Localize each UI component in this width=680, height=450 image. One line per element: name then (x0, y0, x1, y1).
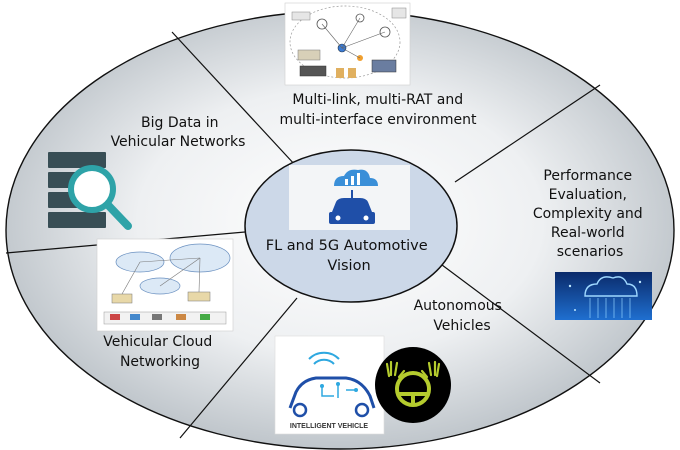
label-multilink: Multi-link, multi-RAT and multi-interfac… (280, 92, 477, 128)
intelligent-vehicle-caption: INTELLIGENT VEHICLE (290, 423, 369, 430)
multilink-network-image (284, 2, 411, 86)
steering-wheel-icon (375, 347, 451, 423)
label-bigdata: Big Data in Vehicular Networks (111, 115, 246, 150)
divider-lower-right (429, 255, 601, 384)
divider-top (171, 31, 297, 167)
big-data-search-icon (48, 152, 132, 230)
label-autonomous: Autonomous Vehicles (414, 298, 507, 334)
divider-upper-right (454, 84, 601, 183)
divider-lower-left (179, 297, 298, 439)
vehicular-cloud-network-image (96, 238, 234, 332)
connected-car-cloud-icon (289, 165, 410, 230)
center-title: FL and 5G Automotive Vision (266, 238, 432, 274)
intelligent-vehicle-image: INTELLIGENT VEHICLE (274, 335, 385, 435)
label-cloud: Vehicular Cloud Networking (103, 334, 217, 370)
label-performance: Performance Evaluation, Complexity and R… (533, 168, 647, 260)
cloud-datacenter-image (555, 272, 652, 320)
